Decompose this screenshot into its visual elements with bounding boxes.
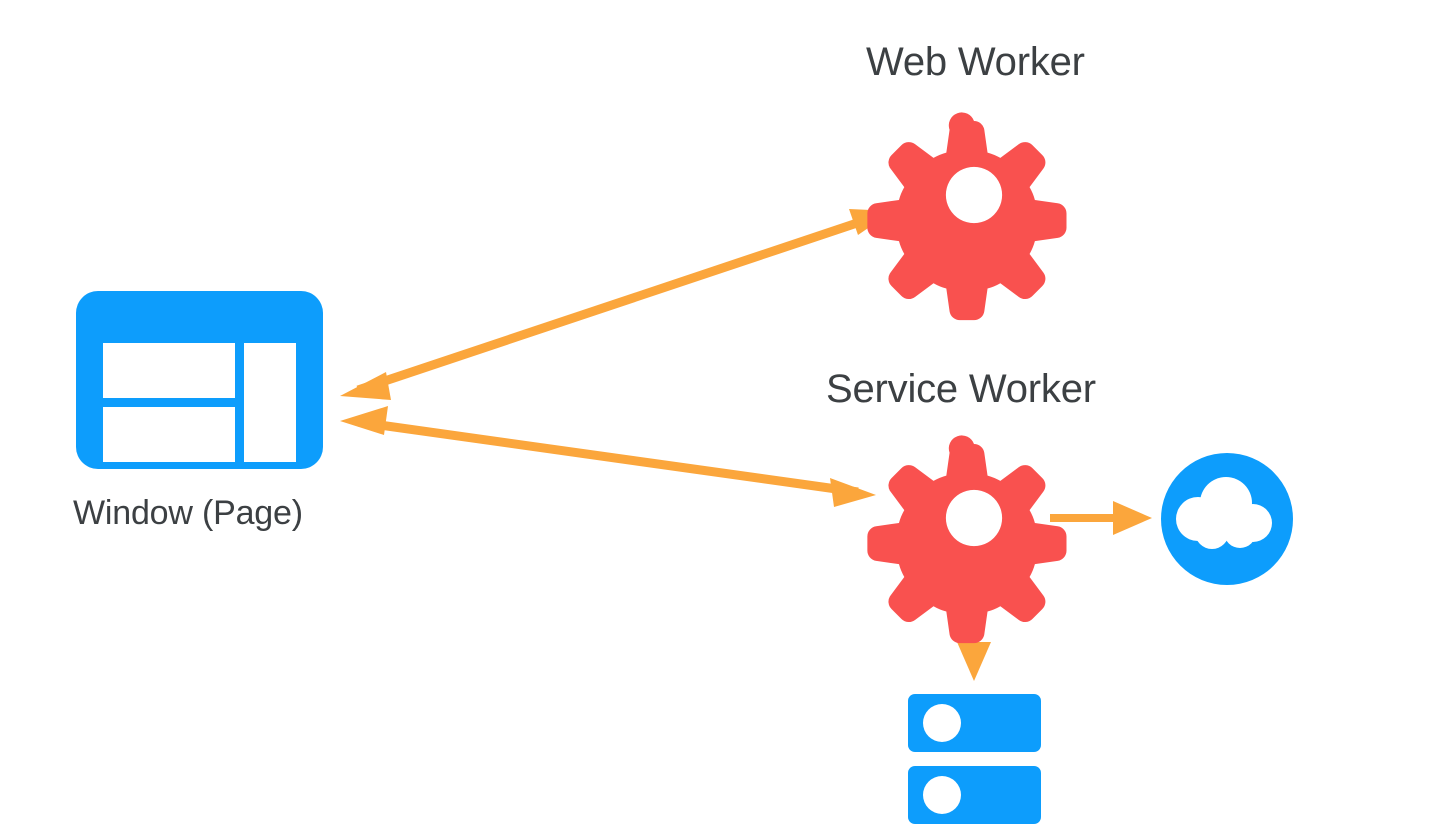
gear-icon-web-worker[interactable] bbox=[867, 112, 1067, 321]
gear-icon-service-worker[interactable] bbox=[867, 435, 1067, 644]
label-web-worker: Web Worker bbox=[866, 40, 1085, 84]
database-icon[interactable] bbox=[908, 694, 1041, 824]
edge-window-serviceworker bbox=[340, 406, 876, 507]
edge-window-webworker bbox=[340, 209, 893, 400]
label-window-page: Window (Page) bbox=[73, 494, 303, 532]
browser-window-icon[interactable] bbox=[76, 291, 323, 469]
cloud-icon[interactable] bbox=[1161, 453, 1293, 585]
edge-serviceworker-cloud bbox=[1050, 501, 1152, 535]
label-service-worker: Service Worker bbox=[826, 367, 1096, 411]
